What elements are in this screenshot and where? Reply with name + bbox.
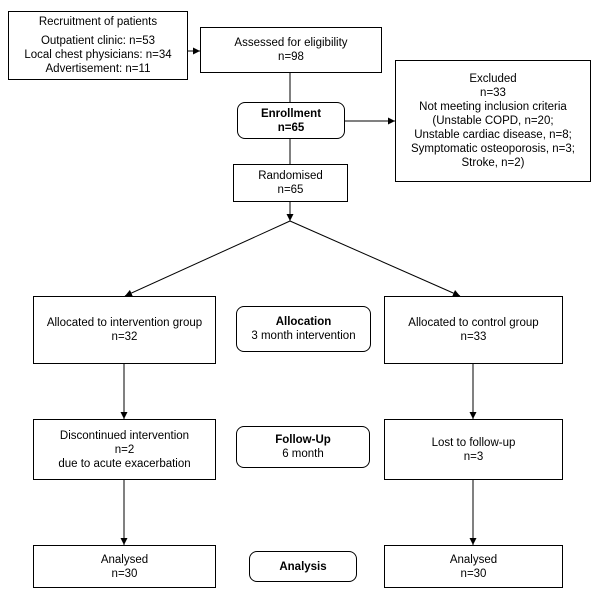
arrow-split-right <box>289 220 461 297</box>
followup-title: Follow-Up <box>275 434 331 446</box>
control-group-box: Allocated to control group n=33 <box>384 296 563 364</box>
allocation-title: Allocation <box>275 316 332 328</box>
analysis-title: Analysis <box>279 560 327 573</box>
discontinued-n: n=2 <box>114 443 135 456</box>
assessed-n: n=98 <box>278 51 304 63</box>
followup-label: Follow-Up 6 month <box>236 426 370 468</box>
analysed-left-n: n=30 <box>111 567 138 580</box>
discontinued-title: Discontinued intervention <box>59 429 190 442</box>
excluded-line-stroke: Stroke, n=2) <box>461 157 525 169</box>
recruitment-line-outpatient: Outpatient clinic: n=53 <box>40 35 156 47</box>
intervention-group-title: Allocated to intervention group <box>46 317 203 329</box>
assessed-box: Assessed for eligibility n=98 <box>200 27 382 73</box>
analysed-left-box: Analysed n=30 <box>33 545 216 588</box>
analysed-right-box: Analysed n=30 <box>384 545 563 588</box>
analysis-label: Analysis <box>249 551 357 582</box>
excluded-n: n=33 <box>480 87 506 99</box>
discontinued-reason: due to acute exacerbation <box>58 457 191 470</box>
control-group-title: Allocated to control group <box>408 317 539 329</box>
randomised-n: n=65 <box>277 184 304 196</box>
excluded-line-copd: (Unstable COPD, n=20; <box>432 115 554 127</box>
analysed-right-title: Analysed <box>449 553 498 566</box>
randomised-box: Randomised n=65 <box>233 164 348 202</box>
excluded-line-osteoporosis: Symptomatic osteoporosis, n=3; <box>411 143 575 155</box>
allocation-label: Allocation 3 month intervention <box>236 306 371 352</box>
discontinued-box: Discontinued intervention n=2 due to acu… <box>33 419 216 480</box>
intervention-group-box: Allocated to intervention group n=32 <box>33 296 216 364</box>
recruitment-box: Recruitment of patients Outpatient clini… <box>8 11 188 80</box>
excluded-line-cardiac: Unstable cardiac disease, n=8; <box>414 129 572 141</box>
excluded-line-criteria: Not meeting inclusion criteria <box>419 101 567 113</box>
lost-n: n=3 <box>463 450 484 463</box>
analysed-right-n: n=30 <box>460 567 487 580</box>
lost-box: Lost to follow-up n=3 <box>384 419 563 480</box>
allocation-sub: 3 month intervention <box>251 330 356 342</box>
control-group-n: n=33 <box>460 331 487 343</box>
followup-sub: 6 month <box>282 448 324 460</box>
enrollment-label: Enrollment n=65 <box>237 102 345 139</box>
analysed-left-title: Analysed <box>100 553 149 566</box>
lost-title: Lost to follow-up <box>431 436 516 449</box>
enrollment-title: Enrollment <box>260 107 322 120</box>
recruitment-line-advertisement: Advertisement: n=11 <box>45 63 151 75</box>
excluded-box: Excluded n=33 Not meeting inclusion crit… <box>395 60 591 182</box>
intervention-group-n: n=32 <box>111 331 138 343</box>
enrollment-n: n=65 <box>277 121 305 134</box>
recruitment-title: Recruitment of patients <box>38 16 158 28</box>
assessed-title: Assessed for eligibility <box>234 37 348 49</box>
arrow-split-left <box>124 220 291 297</box>
randomised-title: Randomised <box>258 170 323 182</box>
recruitment-line-local-chest: Local chest physicians: n=34 <box>24 49 172 61</box>
excluded-title: Excluded <box>469 73 517 85</box>
